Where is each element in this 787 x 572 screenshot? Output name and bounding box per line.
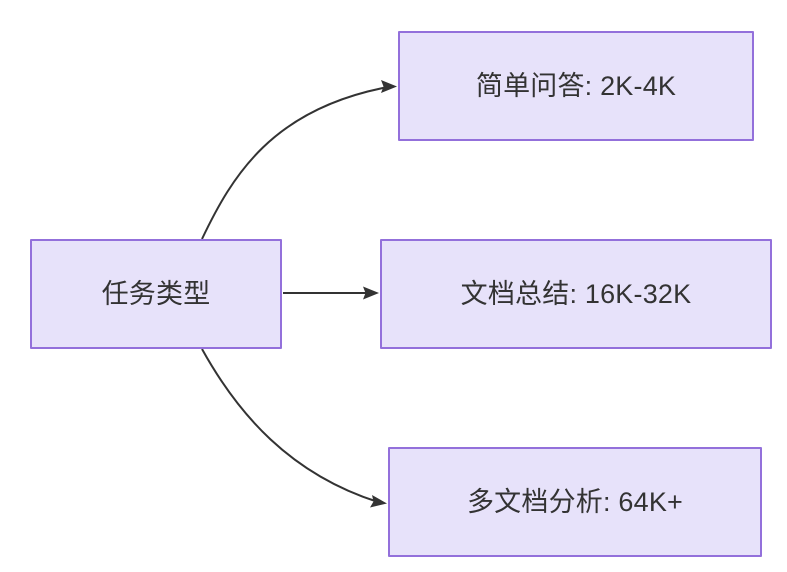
edge-source-multi-doc-line bbox=[201, 348, 379, 503]
node-doc-summary[interactable]: 文档总结: 16K-32K bbox=[380, 239, 772, 349]
node-simple-qa-label: 简单问答: 2K-4K bbox=[475, 70, 677, 101]
edge-source-simple-qa-line bbox=[201, 86, 389, 240]
node-task-type[interactable]: 任务类型 bbox=[30, 239, 282, 349]
node-doc-summary-label: 文档总结: 16K-32K bbox=[460, 278, 692, 309]
arrowhead-icon bbox=[370, 495, 387, 508]
arrowhead-icon bbox=[363, 286, 379, 300]
edge-source-doc-summary bbox=[283, 286, 379, 300]
node-multi-doc-label: 多文档分析: 64K+ bbox=[466, 486, 683, 517]
node-simple-qa[interactable]: 简单问答: 2K-4K bbox=[398, 31, 754, 141]
arrowhead-icon bbox=[381, 80, 397, 93]
node-multi-doc[interactable]: 多文档分析: 64K+ bbox=[388, 447, 762, 557]
edge-source-simple-qa bbox=[201, 80, 397, 240]
edge-source-multi-doc bbox=[201, 348, 387, 508]
node-task-type-label: 任务类型 bbox=[101, 278, 211, 309]
